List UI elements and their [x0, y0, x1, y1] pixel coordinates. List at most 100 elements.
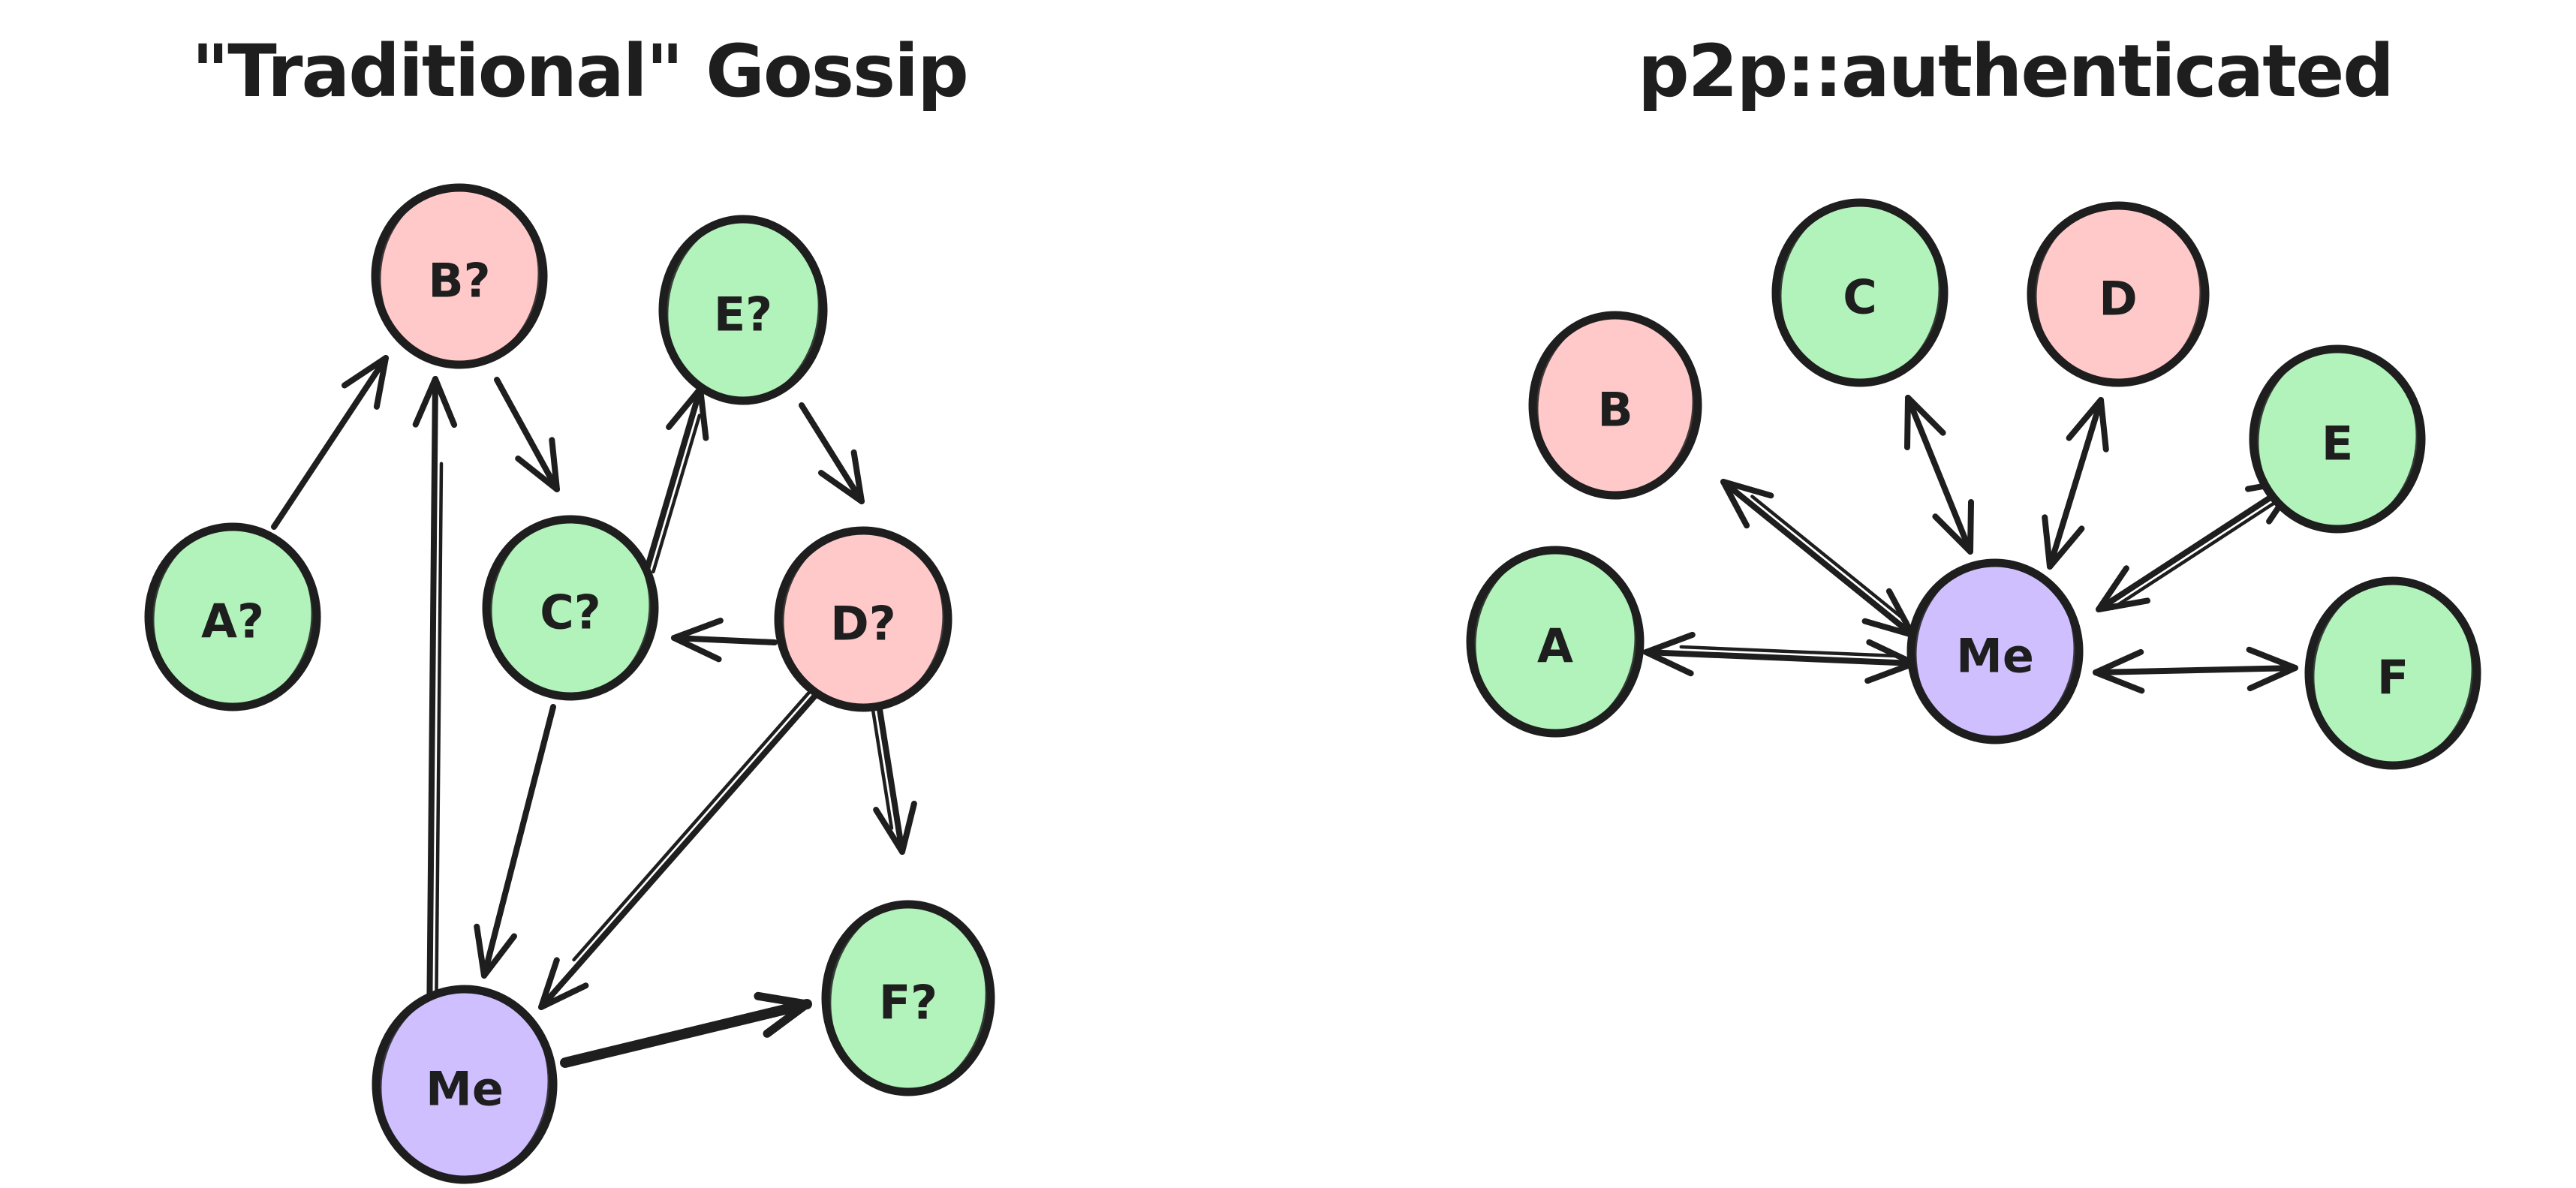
edge-me-to-c — [1904, 395, 1974, 555]
node-e-sketch-outline — [2256, 346, 2419, 532]
node-d: D? — [774, 526, 952, 712]
edge-me-to-b — [1720, 479, 1915, 638]
edge-shaft — [1720, 479, 1915, 638]
node-a-sketch-outline — [1473, 547, 1638, 736]
node-b-sketch-outline — [378, 185, 540, 368]
arrowhead — [873, 800, 917, 855]
edge-shaft — [1905, 395, 1973, 555]
node-b-label: B — [1597, 383, 1633, 438]
node-b: B — [1528, 311, 1702, 500]
node-d-label: D? — [830, 597, 895, 651]
arrowhead — [2042, 514, 2085, 570]
node-d-sketch-outline — [781, 528, 945, 711]
node-e-label: E — [2322, 417, 2353, 471]
node-a: A — [1466, 546, 1645, 738]
right-diagram-nodes: A B C D E F Me — [1466, 198, 2481, 770]
edge-shaft — [494, 377, 560, 492]
edge-shaft — [560, 999, 812, 1068]
edge-me-to-a — [1643, 631, 1917, 684]
edge-shaft-sketch-line — [572, 687, 814, 962]
node-f: F? — [821, 900, 995, 1096]
node-d-shape — [774, 526, 952, 712]
arrowhead — [1643, 631, 1696, 677]
node-f-label: F — [2377, 651, 2409, 705]
node-e: E? — [658, 215, 828, 405]
edge-me-to-b — [412, 376, 458, 1033]
arrowhead — [2093, 648, 2145, 694]
edge-shaft — [1643, 649, 1917, 666]
edge-shaft — [641, 386, 703, 582]
arrowhead — [2096, 565, 2150, 612]
edge-shaft-sketch-line — [652, 414, 702, 574]
node-c: C? — [482, 515, 659, 701]
node-a-label: A — [1537, 619, 1573, 674]
node-d-label: D — [2099, 272, 2137, 326]
node-me: Me — [1906, 558, 2084, 744]
node-f-sketch-outline — [828, 901, 989, 1095]
arrowhead — [1932, 499, 1974, 555]
arrowhead — [412, 376, 458, 428]
node-e-label: E? — [714, 287, 772, 342]
edge-shaft — [426, 376, 438, 1033]
arrowhead — [474, 923, 517, 979]
arrowhead — [1720, 479, 1774, 529]
arrowhead — [2066, 397, 2109, 453]
node-f-sketch-outline — [2311, 578, 2475, 768]
edge-c-to-e — [641, 386, 709, 582]
node-d: D — [2027, 201, 2210, 387]
edge-shaft — [481, 704, 556, 979]
edge-shaft-sketch-line — [2110, 501, 2277, 611]
edge-shaft — [538, 674, 835, 1010]
edge-shaft — [671, 635, 778, 645]
edge-me-to-e — [2096, 477, 2300, 612]
arrowhead — [1904, 395, 1946, 450]
node-f-label: F? — [879, 976, 937, 1030]
edge-shaft — [271, 355, 389, 530]
node-e: E — [2249, 344, 2426, 534]
edge-shaft-sketch-line — [435, 462, 444, 999]
node-b-shape — [371, 183, 548, 369]
edge-a-to-b — [271, 355, 389, 530]
arrowhead — [818, 449, 865, 504]
node-d-shape — [2027, 201, 2210, 387]
node-b-sketch-outline — [1535, 312, 1696, 498]
left-diagram-edges — [271, 355, 917, 1068]
node-me-label: Me — [1956, 629, 2034, 684]
node-a-label: A? — [201, 594, 264, 649]
edge-shaft — [799, 402, 865, 504]
edge-me-to-d — [2042, 397, 2109, 570]
right-diagram-title: p2p::authenticated — [1638, 29, 2393, 113]
node-me-label: Me — [426, 1062, 504, 1117]
node-e-sketch-outline — [665, 216, 821, 404]
node-b: B? — [371, 183, 548, 369]
node-c-label: C — [1843, 270, 1877, 325]
node-a-sketch-outline — [151, 524, 314, 710]
edge-c-to-me — [474, 704, 556, 979]
edge-shaft-sketch-line — [1750, 495, 1909, 624]
node-c-shape — [482, 515, 659, 701]
edge-me-to-f — [2093, 646, 2298, 694]
left-diagram-nodes: A? B? C? D? E? F? Me — [144, 183, 995, 1184]
right-diagram: p2p::authenticated A B C DEF Me — [1466, 29, 2481, 770]
node-b-label: B? — [428, 254, 490, 308]
edge-b-to-c — [494, 377, 560, 492]
edge-me-to-f — [560, 991, 812, 1068]
node-me: Me — [372, 985, 558, 1184]
arrowhead — [671, 618, 724, 663]
arrowhead — [754, 991, 811, 1038]
node-a: A? — [144, 522, 321, 711]
arrowhead — [538, 957, 589, 1010]
edge-e-to-d — [799, 402, 865, 504]
node-c: C — [1771, 198, 1949, 387]
edge-shaft-sketch-line — [1679, 645, 1903, 658]
node-f: F — [2304, 576, 2481, 770]
node-d-sketch-outline — [2034, 203, 2202, 386]
edge-shaft — [2047, 397, 2104, 570]
edge-shaft — [2093, 665, 2298, 675]
node-me-sketch-outline — [378, 986, 551, 1183]
left-diagram: "Traditional" Gossip A? B? C? D? E? F? Me — [144, 29, 995, 1184]
left-diagram-title: "Traditional" Gossip — [191, 29, 968, 113]
arrowhead — [515, 437, 560, 492]
